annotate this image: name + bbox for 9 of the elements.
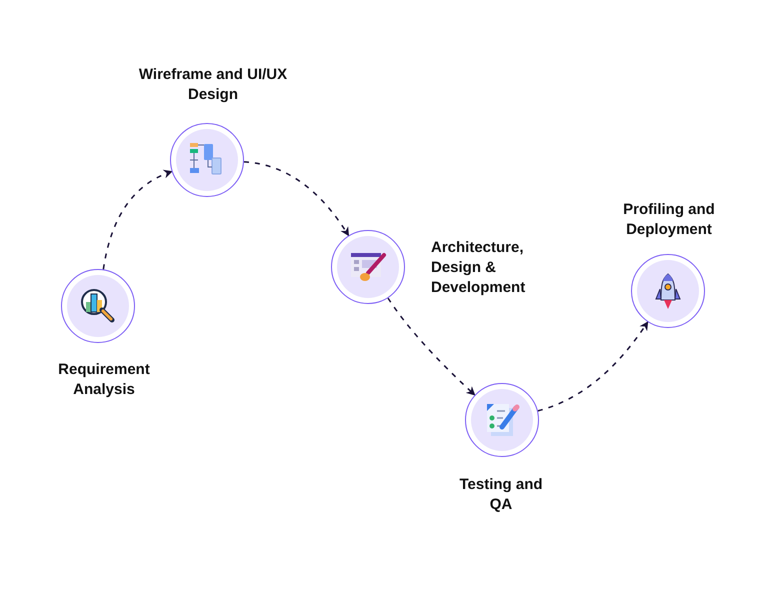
step-title: Requirement Analysis <box>57 360 151 400</box>
dashed-arrow <box>244 161 350 236</box>
step-title: Architecture, Design & Development <box>431 238 526 298</box>
dashed-arrow <box>387 298 476 396</box>
step-title: Wireframe and UI/UX Design <box>138 65 288 105</box>
dashed-arrow <box>102 170 173 270</box>
dashed-arrow <box>538 321 648 412</box>
step-title: Testing and QA <box>458 475 544 515</box>
step-title: Profiling and Deployment <box>622 200 716 240</box>
